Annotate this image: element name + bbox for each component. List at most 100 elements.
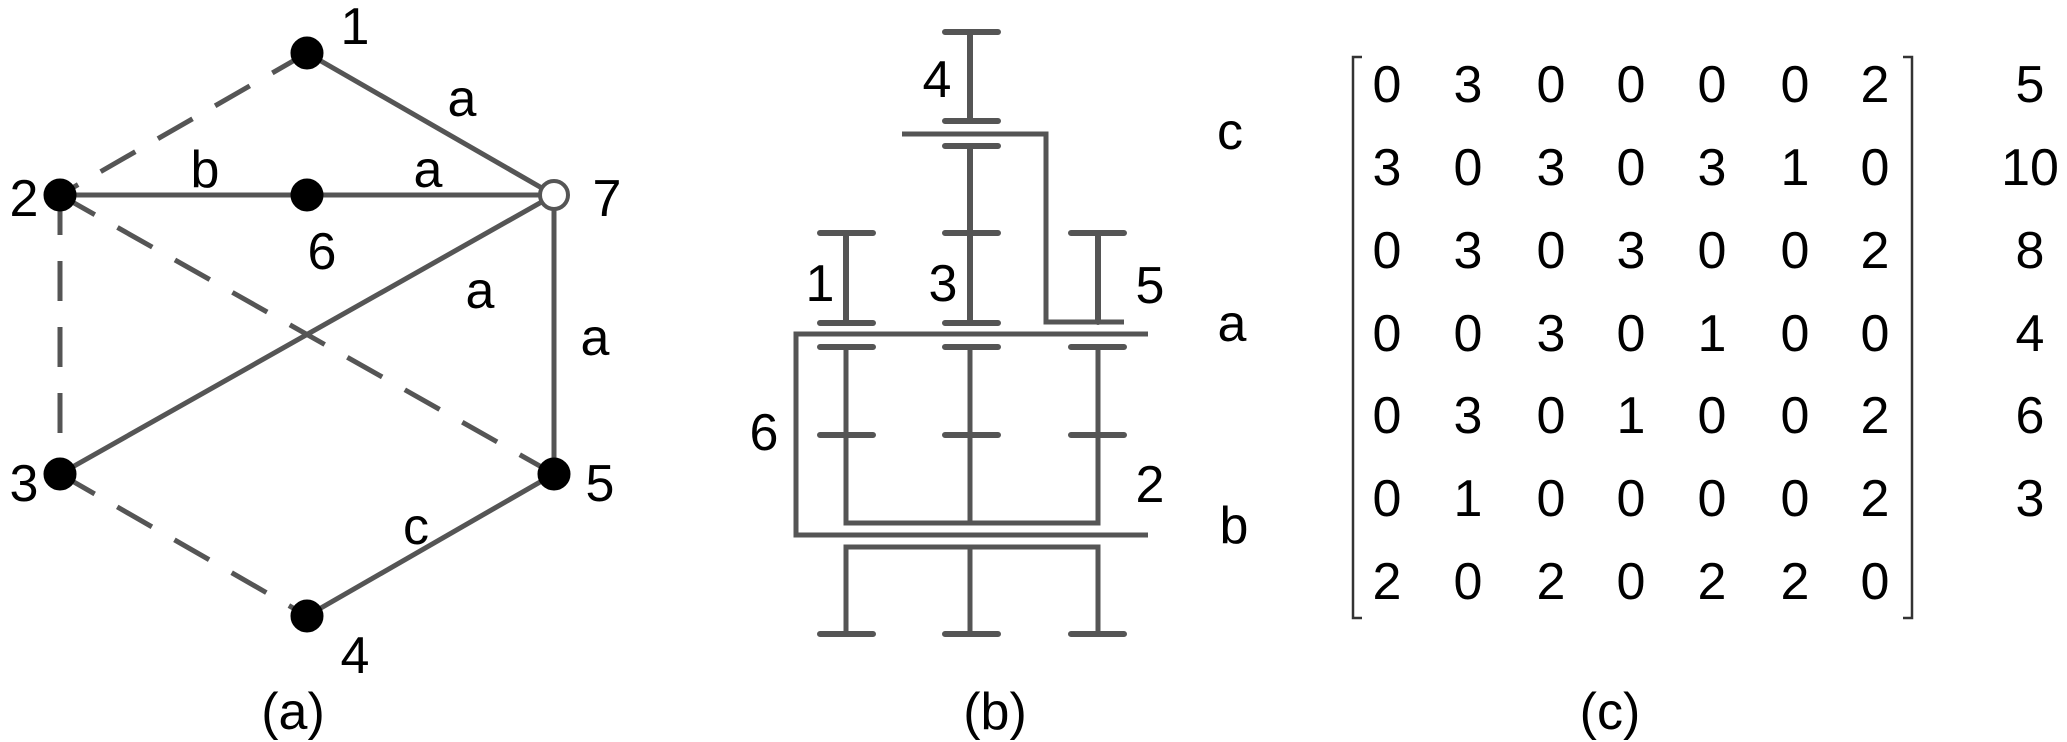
gear-5 — [1068, 230, 1127, 325]
edge-1-7 — [305, 50, 556, 198]
matrix-cell: 3 — [1454, 387, 1483, 445]
edge-1-2 — [58, 50, 309, 198]
row-sum: 10 — [2001, 139, 2059, 197]
edge-label-5-4: c — [403, 498, 429, 556]
shafts-a-b — [793, 331, 1148, 538]
matrix-cell: 2 — [1373, 553, 1402, 611]
matrix-cell: 2 — [1861, 56, 1890, 114]
row-sum: 5 — [2016, 56, 2045, 114]
edge-label-2-6: b — [191, 141, 220, 199]
matrix-cell: 0 — [1781, 305, 1810, 363]
node-label-2: 2 — [10, 170, 39, 228]
matrix-cell: 0 — [1537, 56, 1566, 114]
matrix-cell: 0 — [1617, 470, 1646, 528]
node-label-5: 5 — [586, 455, 615, 513]
matrix-cell: 3 — [1454, 222, 1483, 280]
matrix-cell: 2 — [1861, 470, 1890, 528]
edge-label-6-7: a — [414, 141, 443, 199]
matrix-cell: 0 — [1373, 56, 1402, 114]
matrix-cell: 0 — [1617, 56, 1646, 114]
edge-3-4 — [58, 471, 309, 619]
matrix-cell: 0 — [1781, 387, 1810, 445]
matrix-cell: 0 — [1698, 222, 1727, 280]
edge-2-5 — [58, 192, 556, 477]
node-1 — [290, 36, 324, 70]
gear-4 — [942, 29, 1001, 124]
matrix-cell: 3 — [1373, 139, 1402, 197]
matrix-cell: 2 — [1781, 553, 1810, 611]
matrix-cell: 3 — [1537, 139, 1566, 197]
matrix-cell: 0 — [1617, 139, 1646, 197]
matrix-cell: 2 — [1861, 387, 1890, 445]
gear-label-6: 6 — [750, 404, 779, 462]
node-5 — [537, 457, 571, 491]
right-bracket — [1903, 55, 1914, 620]
matrix-cell: 2 — [1698, 553, 1727, 611]
matrix-cell: 0 — [1861, 553, 1890, 611]
matrix-cell: 0 — [1537, 470, 1566, 528]
edge-5-4 — [305, 471, 556, 619]
node-7 — [538, 179, 570, 211]
gear-6-2 — [843, 347, 1101, 526]
node-6 — [290, 178, 324, 212]
node-4 — [290, 599, 324, 633]
panel-a-caption: (a) — [261, 683, 325, 741]
matrix-cell: 0 — [1537, 387, 1566, 445]
panel-b-caption: (b) — [963, 683, 1027, 741]
matrix-cell: 0 — [1781, 222, 1810, 280]
matrix-cell: 0 — [1373, 470, 1402, 528]
matrix-cell: 0 — [1454, 305, 1483, 363]
matrix-cell: 3 — [1698, 139, 1727, 197]
matrix-cell: 0 — [1537, 222, 1566, 280]
matrix-cell: 0 — [1861, 305, 1890, 363]
carrier-c — [902, 131, 1124, 325]
matrix-cell: 0 — [1698, 470, 1727, 528]
axis-label-c: c — [1217, 103, 1243, 161]
node-2 — [43, 178, 77, 212]
row-sum: 8 — [2016, 222, 2045, 280]
matrix-cell: 1 — [1698, 305, 1727, 363]
row-sum: 3 — [2016, 470, 2045, 528]
edge-label-1-7: a — [448, 70, 477, 128]
node-label-1: 1 — [341, 0, 370, 56]
panel-b-gear-diagram: 4 1 3 5 6 2 c a b (b) — [750, 29, 1248, 741]
gear-1 — [817, 230, 876, 326]
matrix-cell: 0 — [1454, 139, 1483, 197]
matrix-cell: 1 — [1617, 387, 1646, 445]
matrix-cell: 0 — [1373, 387, 1402, 445]
panel-c-caption: (c) — [1580, 683, 1641, 741]
matrix-cell: 3 — [1454, 56, 1483, 114]
matrix-cell: 0 — [1698, 56, 1727, 114]
matrix-cell: 0 — [1454, 553, 1483, 611]
gear-label-5: 5 — [1136, 257, 1165, 315]
gear-lines — [793, 29, 1148, 637]
matrix-cell: 2 — [1861, 222, 1890, 280]
matrix-cell: 1 — [1454, 470, 1483, 528]
matrix-cell: 0 — [1698, 387, 1727, 445]
gear-label-4: 4 — [923, 51, 952, 109]
matrix-cell: 0 — [1373, 222, 1402, 280]
node-3 — [43, 457, 77, 491]
matrix-cell: 0 — [1617, 305, 1646, 363]
matrix-cell: 2 — [1537, 553, 1566, 611]
matrix-cell: 0 — [1781, 470, 1810, 528]
edge-label-7-3: a — [466, 262, 495, 320]
matrix-cell: 3 — [1537, 305, 1566, 363]
matrix-cell: 0 — [1617, 553, 1646, 611]
axis-label-a: a — [1218, 295, 1247, 353]
matrix-cell: 1 — [1781, 139, 1810, 197]
edge-label-7-5: a — [581, 309, 610, 367]
node-label-4: 4 — [341, 627, 370, 685]
matrix-cell: 0 — [1373, 305, 1402, 363]
gear-label-3: 3 — [929, 255, 958, 313]
row-sum: 6 — [2016, 387, 2045, 445]
matrix-cell: 0 — [1781, 56, 1810, 114]
matrix-cell: 0 — [1861, 139, 1890, 197]
left-bracket — [1351, 55, 1362, 620]
node-label-3: 3 — [10, 455, 39, 513]
node-label-7: 7 — [593, 170, 622, 228]
node-label-6: 6 — [308, 223, 337, 281]
